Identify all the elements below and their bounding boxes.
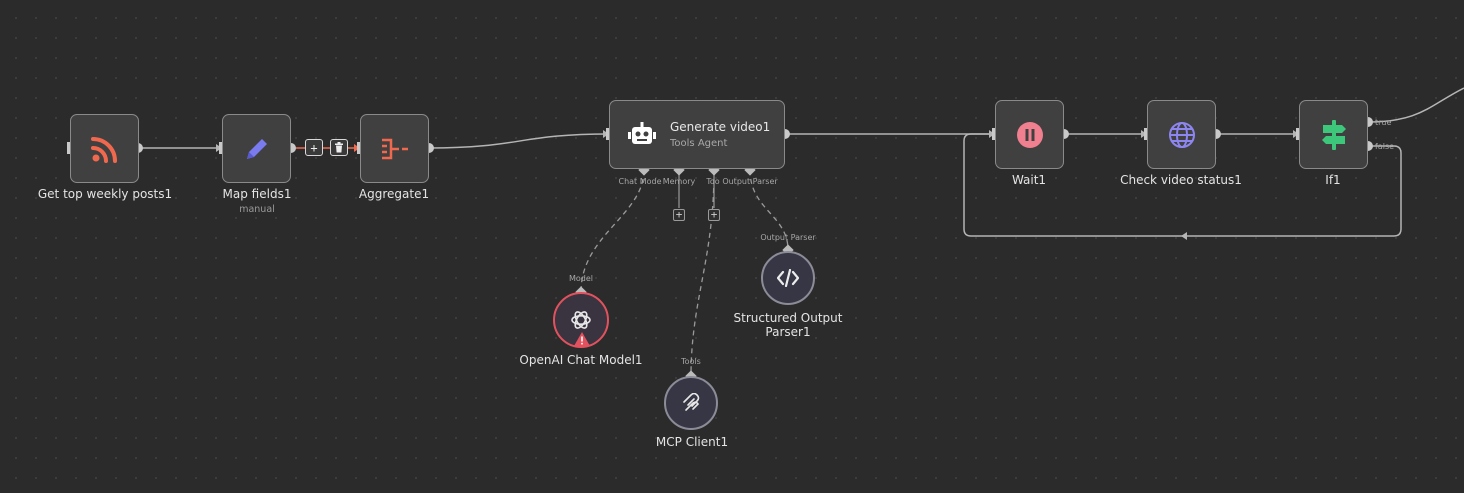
port-label-chat-model: Chat Mode [618, 177, 662, 186]
code-icon [777, 269, 799, 287]
pencil-icon [246, 138, 267, 159]
node-check-video-status[interactable] [1147, 100, 1216, 169]
node-mcp-client[interactable] [664, 376, 718, 430]
node-subtitle: manual [239, 204, 275, 215]
edge-if-true[interactable] [1367, 87, 1464, 123]
port-label-model: Model [568, 274, 594, 283]
edge-model-link[interactable] [580, 169, 645, 293]
node-openai-chat-model[interactable] [553, 292, 609, 348]
node-subtitle: Tools Agent [670, 138, 728, 149]
edge-parser-link[interactable] [749, 169, 789, 251]
input-port[interactable] [992, 128, 997, 140]
node-title: If1 [1325, 173, 1341, 187]
node-title: Get top weekly posts1 [37, 187, 173, 201]
openai-icon [571, 311, 591, 329]
node-title: Aggregate1 [358, 187, 430, 201]
input-port[interactable] [1144, 128, 1149, 140]
pause-icon [1016, 121, 1043, 148]
input-port[interactable] [606, 128, 611, 140]
globe-icon [1168, 121, 1195, 148]
node-wait[interactable] [995, 100, 1064, 169]
node-title: OpenAI Chat Model1 [519, 353, 643, 367]
signpost-icon [1321, 119, 1346, 150]
input-port[interactable] [219, 142, 224, 154]
robot-icon [628, 121, 656, 144]
node-title: MCP Client1 [655, 435, 729, 449]
add-tool-button[interactable]: + [708, 209, 720, 221]
edge-aggregate-to-agent[interactable] [428, 133, 610, 149]
node-title: Map fields1 [222, 187, 292, 201]
node-get-top-weekly-posts[interactable] [70, 114, 139, 183]
input-port[interactable] [67, 142, 72, 154]
node-map-fields[interactable] [222, 114, 291, 183]
port-label-parser-input: Output Parser [760, 233, 816, 242]
port-label-memory: Memory [662, 177, 696, 186]
arrow-head [1181, 232, 1187, 240]
edge-tools-link[interactable] [690, 169, 715, 377]
input-port[interactable] [1296, 128, 1301, 140]
delete-edge-button[interactable] [330, 139, 348, 156]
node-if[interactable] [1299, 100, 1368, 169]
port-label-tools: Too [706, 177, 720, 186]
node-generate-video-agent[interactable]: Generate video1 Tools Agent [609, 100, 785, 169]
aggregate-icon [381, 138, 408, 159]
warning-icon [574, 332, 590, 346]
mcp-icon [683, 393, 700, 411]
node-aggregate[interactable] [360, 114, 429, 183]
input-port[interactable] [357, 142, 362, 154]
node-title: Wait1 [1011, 173, 1047, 187]
node-title: Structured Output Parser1 [733, 311, 843, 339]
port-label-false: false [1375, 142, 1395, 151]
node-structured-output-parser[interactable] [761, 251, 815, 305]
rss-feed-icon [90, 136, 117, 163]
port-label-true: true [1375, 118, 1392, 127]
node-title: Generate video1 [670, 120, 771, 134]
port-label-output-parser: Output Parser [722, 177, 778, 186]
port-label-tools-input: Tools [681, 357, 701, 366]
node-title: Check video status1 [1120, 173, 1242, 187]
add-memory-button[interactable]: + [673, 209, 685, 221]
add-node-on-edge-button[interactable]: + [305, 139, 323, 156]
delete-icon [335, 142, 343, 153]
